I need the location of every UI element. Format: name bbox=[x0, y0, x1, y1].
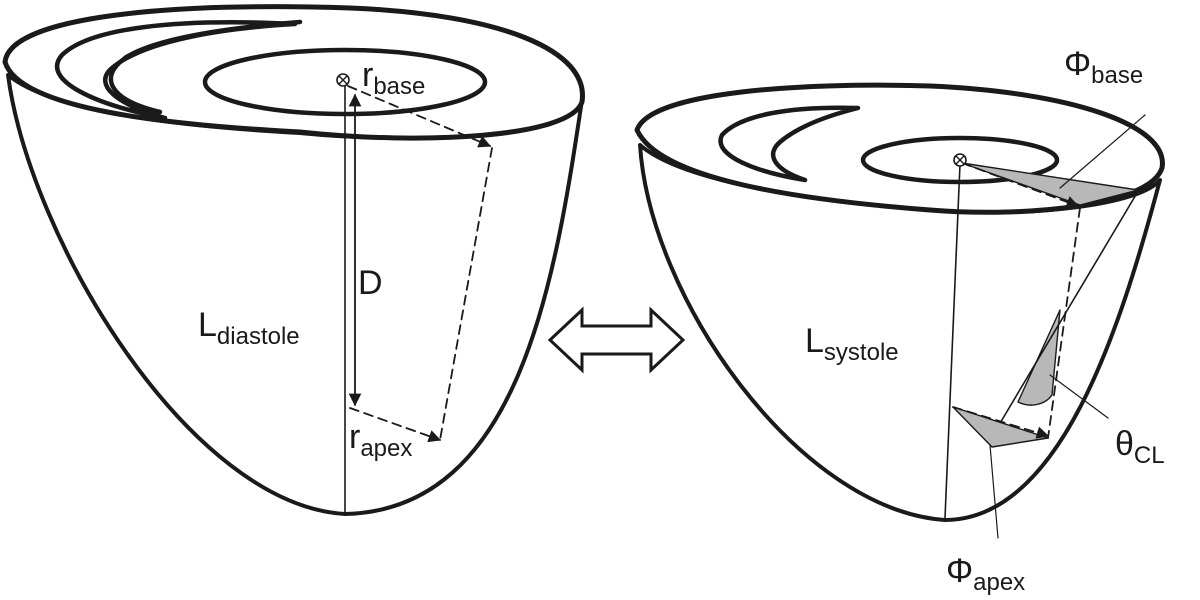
systole-apex-twist-shade bbox=[952, 406, 1049, 448]
d-label: D bbox=[358, 264, 383, 303]
r-base-label: rbase bbox=[362, 56, 425, 100]
systole-rv-crescent bbox=[718, 105, 861, 183]
l-systole-subscript: systole bbox=[823, 339, 899, 366]
circled-x-icon bbox=[953, 153, 967, 167]
systole-base-radius bbox=[961, 162, 1080, 208]
systole-long-axis bbox=[944, 163, 961, 519]
systole-vertical-dash bbox=[1047, 207, 1081, 439]
l-systole-symbol: L bbox=[805, 322, 824, 360]
r-base-subscript: base bbox=[373, 73, 426, 100]
phi-apex-subscript: apex bbox=[973, 569, 1026, 596]
theta-leader bbox=[1049, 374, 1109, 419]
l-diastole-label: Ldiastole bbox=[198, 306, 300, 350]
l-diastole-symbol: L bbox=[198, 306, 217, 344]
theta-cl-subscript: CL bbox=[1133, 442, 1165, 469]
diastole-heart bbox=[2, 4, 585, 516]
phi-base-symbol: Φ bbox=[1064, 45, 1092, 83]
systole-apex-radius bbox=[952, 406, 1050, 439]
theta-cl-label: θCL bbox=[1115, 425, 1165, 469]
l-diastole-subscript: diastole bbox=[216, 323, 300, 350]
diastole-heart-body bbox=[6, 73, 584, 516]
diastole-apex-radius bbox=[349, 407, 442, 443]
phi-base-label: Φbase bbox=[1064, 45, 1143, 89]
phi-apex-symbol: Φ bbox=[946, 552, 974, 590]
r-apex-symbol: r bbox=[349, 418, 361, 456]
r-base-symbol: r bbox=[362, 56, 374, 94]
phi-base-leader bbox=[1059, 114, 1146, 189]
r-apex-subscript: apex bbox=[360, 435, 413, 462]
systole-heart bbox=[634, 82, 1165, 539]
phi-apex-label: Φapex bbox=[946, 552, 1025, 596]
phi-base-subscript: base bbox=[1091, 62, 1144, 89]
theta-cl-symbol: θ bbox=[1115, 425, 1134, 463]
phi-apex-leader bbox=[989, 444, 999, 539]
double-headed-arrow-icon bbox=[547, 306, 686, 374]
diastole-vertical-dash bbox=[439, 147, 493, 441]
circled-x-icon bbox=[336, 73, 350, 87]
d-symbol: D bbox=[358, 264, 383, 302]
r-apex-label: rapex bbox=[349, 418, 412, 462]
diastole-rv-inner-crescent bbox=[108, 19, 303, 115]
diastole-base-radius bbox=[347, 85, 492, 148]
l-systole-label: Lsystole bbox=[805, 322, 899, 366]
